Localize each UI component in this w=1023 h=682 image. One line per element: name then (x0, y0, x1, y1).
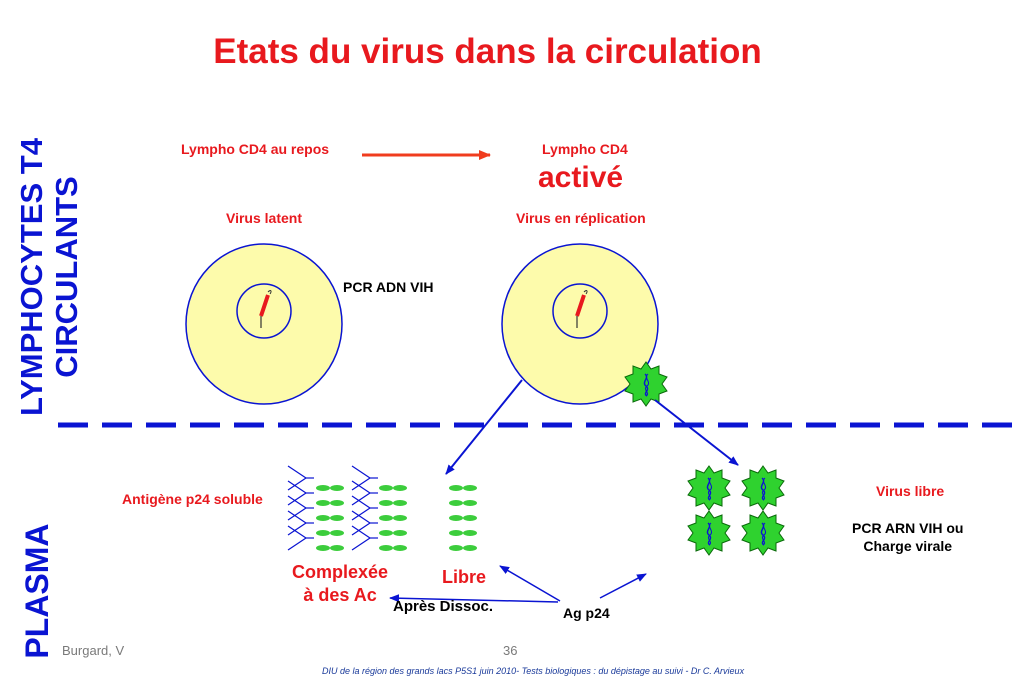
pcr-dna-label: PCR ADN VIH (343, 279, 434, 295)
activated-cell-label-line2: activé (538, 161, 624, 194)
complexed-antigen-group (287, 465, 344, 551)
lymphocytes-label-line2: CIRCULANTS (49, 176, 84, 378)
page-title: Etats du virus dans la circulation (213, 32, 762, 71)
ag-p24-label: Ag p24 (563, 605, 610, 621)
arrow-bud-to-free-virus (654, 399, 739, 466)
arrow-agp24-to-libre (499, 565, 561, 602)
latent-virus-label: Virus latent (226, 210, 302, 226)
complexed-label-line1: Complexée (292, 562, 389, 582)
footer-page-number: 36 (503, 643, 518, 658)
p24-soluble-label: Antigène p24 soluble (122, 491, 263, 507)
free-antigen-column (449, 485, 477, 551)
plasma-label: PLASMA (19, 523, 55, 659)
complexed-label-line2: à des Ac (303, 585, 377, 605)
pcr-rna-label-line2: Charge virale (863, 538, 953, 554)
resting-cell (185, 243, 343, 405)
free-virus-icon (687, 465, 731, 511)
free-virus-label: Virus libre (876, 483, 945, 499)
pcr-rna-label-line1: PCR ARN VIH ou (852, 520, 964, 536)
lymphocytes-label: LYMPHOCYTES T4 CIRCULANTS (14, 127, 88, 427)
arrow-cell-to-free-antigen (445, 379, 523, 475)
arrow-agp24-to-virus (599, 573, 647, 599)
pcr-rna-label: PCR ARN VIH ou Charge virale (852, 519, 963, 555)
free-antigen-label: Libre (442, 567, 487, 587)
arrow-agp24-to-complexed (389, 594, 559, 603)
footer-credit: DIU de la région des grands lacs P5S1 ju… (322, 666, 745, 676)
free-virus-icon (741, 465, 785, 511)
free-virus-icon (687, 510, 731, 556)
complexed-antigen-group (351, 465, 407, 551)
after-dissoc-label: Après Dissoc. (393, 598, 494, 615)
activated-cell-label-line1: Lympho CD4 (542, 141, 628, 157)
lymphocytes-label-line1: LYMPHOCYTES T4 (14, 138, 49, 416)
resting-cell-label: Lympho CD4 au repos (181, 141, 330, 157)
footer-author: Burgard, V (62, 643, 125, 658)
free-virus-icon (741, 510, 785, 556)
replication-label: Virus en réplication (516, 210, 646, 226)
activated-cell (501, 243, 659, 405)
complexed-label: Complexée à des Ac (292, 561, 388, 607)
